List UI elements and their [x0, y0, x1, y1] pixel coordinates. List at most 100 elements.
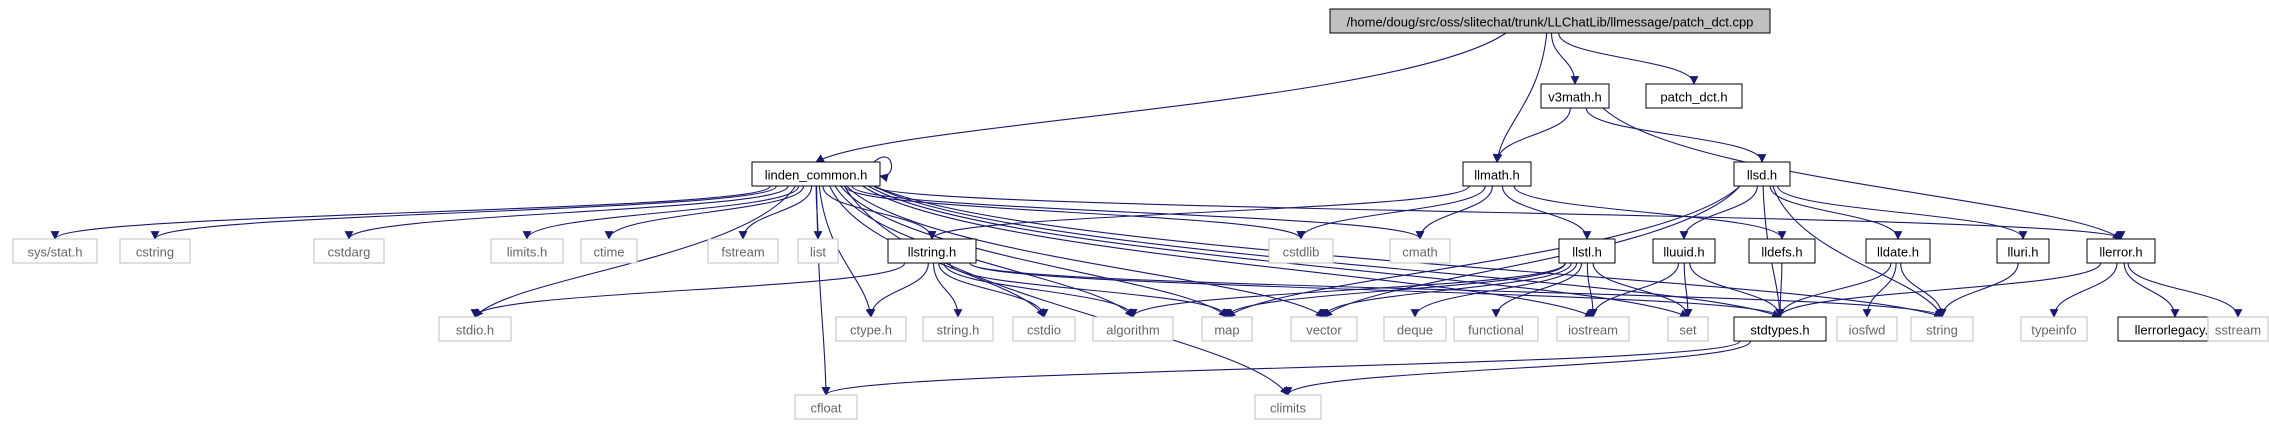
- node-box: [313, 238, 385, 264]
- node-lluri[interactable]: lluri.h: [1996, 238, 2050, 264]
- node-box: [2086, 238, 2156, 264]
- node-sstream: sstream: [2207, 316, 2269, 342]
- node-label: llmath.h: [1474, 168, 1520, 183]
- node-box: [1556, 316, 1630, 342]
- node-stdio-h: stdio.h: [438, 316, 512, 342]
- edge-llsd-to-stdtypes: [1762, 185, 1785, 318]
- node-llsd[interactable]: llsd.h: [1733, 161, 1791, 187]
- node-lldate[interactable]: lldate.h: [1865, 238, 1931, 264]
- node-llstl[interactable]: llstl.h: [1558, 238, 1616, 264]
- edge-linden_common-to-cstring: [150, 185, 777, 240]
- node-string: string: [1910, 316, 1974, 342]
- edge-llstring-to-map: [949, 262, 1232, 318]
- edge-llstring-to-string: [969, 262, 1947, 318]
- edge-linden_common-to-cstdarg: [344, 185, 789, 240]
- node-patch-dct[interactable]: patch_dct.h: [1645, 83, 1743, 109]
- edge-llstl-to-algorithm: [1128, 262, 1566, 318]
- node-label: iostream: [1568, 323, 1618, 338]
- edge-lldate-to-stdtypes: [1775, 262, 1892, 318]
- node-list: list: [797, 238, 839, 264]
- edge-llmath-to-cmath: [1415, 185, 1493, 240]
- edge-v3math-to-llerror: [1602, 107, 2122, 240]
- edges-layer: [50, 32, 2243, 396]
- node-label: cstring: [136, 245, 174, 260]
- node-label: sstream: [2215, 323, 2261, 338]
- node-label: llstl.h: [1572, 245, 1602, 260]
- node-label: map: [1214, 323, 1239, 338]
- node-functional: functional: [1453, 316, 1539, 342]
- node-label: ctype.h: [850, 323, 892, 338]
- edge-llerror-to-sstream: [2127, 262, 2243, 318]
- edge-linden_common-to-ctype_h: [818, 185, 875, 318]
- edge-linden_common-to-cmath: [851, 185, 1425, 240]
- node-box: [1540, 83, 1610, 109]
- node-box: [922, 316, 994, 342]
- node-deque: deque: [1383, 316, 1447, 342]
- node-label: typeinfo: [2031, 323, 2077, 338]
- node-box: [1652, 238, 1716, 264]
- edge-llstl-to-functional: [1491, 262, 1583, 318]
- node-box: [1290, 316, 1358, 342]
- node-box: [1012, 316, 1076, 342]
- node-label: algorithm: [1106, 323, 1159, 338]
- node-box: [1268, 238, 1334, 264]
- edge-v3math-to-llmath: [1492, 107, 1571, 163]
- node-cstdio: cstdio: [1012, 316, 1076, 342]
- edge-lluuid-to-stdtypes: [1689, 262, 1785, 318]
- node-cstdlib: cstdlib: [1268, 238, 1334, 264]
- edge-root-to-linden_common: [815, 32, 1507, 163]
- edge-stdtypes-to-climits: [1283, 340, 1752, 396]
- node-box: [1996, 238, 2050, 264]
- edge-llsd-to-lldate: [1769, 185, 1903, 240]
- edge-linden_common-to-vector: [846, 185, 1325, 318]
- node-box: [1329, 8, 1771, 34]
- node-box: [438, 316, 512, 342]
- edge-linden_common-to-cstdlib: [844, 185, 1306, 240]
- edge-linden_common-to-algorithm: [834, 185, 1134, 318]
- edge-llstl-to-iostream: [1586, 262, 1598, 318]
- node-box: [707, 238, 779, 264]
- node-v3math[interactable]: v3math.h: [1540, 83, 1610, 109]
- edge-llstring-to-algorithm: [943, 262, 1138, 318]
- node-lluuid[interactable]: lluuid.h: [1652, 238, 1716, 264]
- node-stdtypes[interactable]: stdtypes.h: [1733, 316, 1827, 342]
- node-map: map: [1201, 316, 1253, 342]
- node-box: [1836, 316, 1898, 342]
- node-label: cmath: [1402, 245, 1437, 260]
- edge-linden_common-to-ctime: [604, 185, 805, 240]
- edge-linden_common-to-cstdio: [829, 185, 1045, 318]
- nodes-layer: /home/doug/src/oss/slitechat/trunk/LLCha…: [12, 8, 2269, 420]
- edge-root-to-patch_dct: [1558, 32, 1699, 85]
- edge-lluuid-to-iostream: [1588, 262, 1680, 318]
- edge-linden_common-to-climits: [843, 185, 1289, 396]
- node-lldefs[interactable]: lldefs.h: [1748, 238, 1816, 264]
- edge-linden_common-to-fstream: [738, 185, 813, 240]
- edge-lldefs-to-stdtypes: [1775, 262, 1785, 318]
- edge-llsd-to-lluri: [1777, 185, 2028, 240]
- node-box: [12, 238, 98, 264]
- node-label: cfloat: [810, 401, 841, 416]
- node-llstring[interactable]: llstring.h: [887, 238, 977, 264]
- node-root[interactable]: /home/doug/src/oss/slitechat/trunk/LLCha…: [1329, 8, 1771, 34]
- node-box: [119, 238, 191, 264]
- node-climits: climits: [1254, 394, 1322, 420]
- node-label: cstdio: [1027, 323, 1061, 338]
- node-box: [751, 161, 881, 187]
- node-label: v3math.h: [1548, 90, 1601, 105]
- node-box: [1558, 238, 1616, 264]
- edge-llerror-to-typeinfo: [2049, 262, 2118, 318]
- edge-llstring-to-string_h: [933, 262, 963, 318]
- edge-llmath-to-llstl: [1501, 185, 1592, 240]
- node-sys-stat: sys/stat.h: [12, 238, 98, 264]
- node-llmath[interactable]: llmath.h: [1462, 161, 1532, 187]
- node-linden-common[interactable]: linden_common.h: [751, 161, 881, 187]
- node-label: llerror.h: [2099, 245, 2142, 260]
- node-box: [1645, 83, 1743, 109]
- node-llerror[interactable]: llerror.h: [2086, 238, 2156, 264]
- node-box: [1733, 316, 1827, 342]
- node-label: deque: [1397, 323, 1433, 338]
- node-label: lldefs.h: [1761, 245, 1802, 260]
- node-fstream: fstream: [707, 238, 779, 264]
- edge-stdtypes-to-cfloat: [821, 340, 1741, 396]
